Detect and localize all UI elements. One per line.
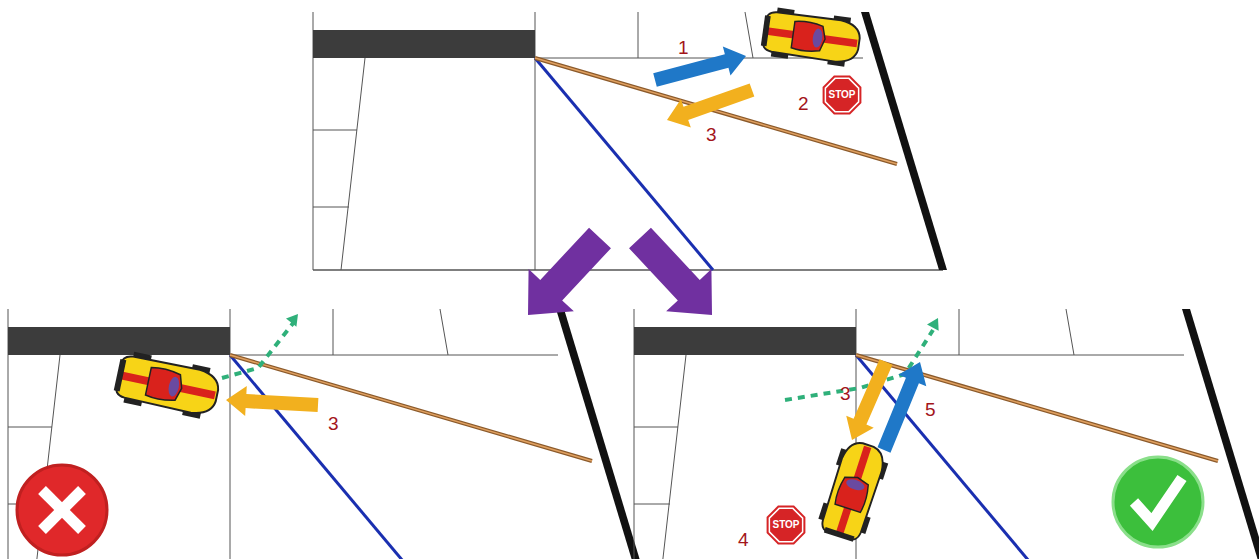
race-car [815, 437, 892, 544]
grid-line [959, 309, 960, 355]
grid-line [230, 355, 231, 559]
callout-number: 5 [925, 400, 936, 419]
path-arrowhead [286, 314, 298, 327]
car-spoiler [824, 527, 855, 542]
orange-arrow [667, 83, 754, 127]
blue-arrow [653, 47, 746, 87]
curb [861, 12, 947, 270]
car-spoiler [114, 359, 127, 392]
ground-line [313, 269, 943, 271]
grid-line [440, 309, 448, 355]
car-windshield [845, 477, 866, 492]
race-car [112, 349, 223, 421]
grid-line [1066, 309, 1074, 355]
blue-arrow [878, 362, 927, 453]
car-windshield [167, 376, 181, 398]
stop-text: STOP [820, 73, 864, 100]
car-body [114, 353, 221, 417]
grid-line [634, 427, 678, 428]
callout-number: 3 [328, 414, 339, 433]
grid-line [8, 427, 52, 428]
wrong-icon [17, 465, 107, 555]
parking-panel [634, 309, 1259, 559]
curb [556, 309, 642, 559]
stop-sign: STOP [820, 73, 864, 117]
car-body [819, 439, 888, 543]
car-roof [145, 366, 185, 403]
grid-line [313, 207, 349, 208]
blue-guide-line [230, 355, 408, 559]
grid-line [535, 58, 536, 270]
grid-line [333, 309, 334, 355]
ok-icon [1113, 457, 1203, 547]
parking-panel [8, 309, 642, 559]
ok-check [1134, 478, 1182, 522]
grid-line [662, 355, 686, 559]
car-spoiler [761, 15, 771, 46]
car-windshield [812, 28, 824, 48]
wrong-cross [42, 490, 82, 530]
callout-number: 3 [706, 125, 717, 144]
grid-line [638, 12, 639, 58]
grid-line [634, 504, 670, 505]
wall [8, 327, 230, 355]
wall [313, 30, 535, 58]
brown-guide-line [535, 58, 897, 164]
grid-line [856, 355, 1184, 356]
purple-arrow [528, 228, 611, 315]
callout-number: 2 [798, 94, 809, 113]
orange-arrow [226, 386, 318, 416]
grid-line [313, 130, 357, 131]
callout-number: 3 [840, 384, 851, 403]
brown-guide-line [535, 58, 897, 164]
callout-number: 1 [678, 38, 689, 57]
wall [634, 327, 856, 355]
callout-number: 4 [738, 530, 749, 549]
grid-line [230, 355, 558, 356]
car-roof [834, 473, 872, 513]
stop-sign: STOP [764, 503, 808, 547]
stop-text: STOP [764, 503, 808, 530]
brown-guide-line [856, 355, 1218, 461]
brown-guide-line [856, 355, 1218, 461]
path-arrowhead [927, 318, 939, 331]
blue-guide-line [535, 58, 713, 270]
purple-arrow [629, 228, 712, 315]
race-car [760, 6, 863, 68]
grid-line [745, 12, 753, 58]
green-path [222, 322, 294, 378]
grid-line [341, 58, 365, 270]
car-body [762, 10, 862, 65]
car-roof [791, 20, 827, 53]
wrong-cross [42, 490, 82, 530]
